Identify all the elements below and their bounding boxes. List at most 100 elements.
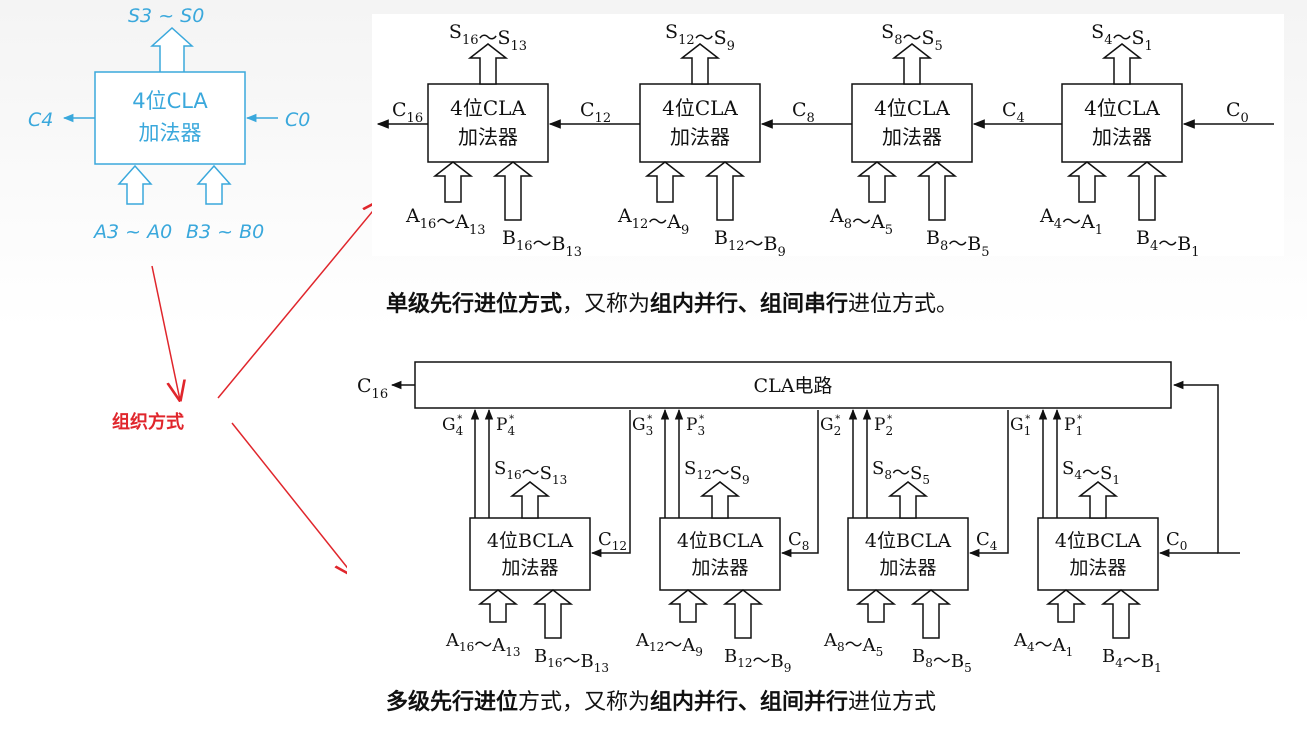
input-b-label: B16～B13 <box>534 646 609 675</box>
arrow-to-single-level <box>217 200 382 399</box>
input-b-hollow-arrow <box>916 161 958 221</box>
cla-block-line1: 4位CLA <box>662 96 738 120</box>
propagate-label: P4* <box>496 414 515 438</box>
caption-segment: 组内并行、组间并行 <box>650 690 849 715</box>
sum-output-label: S12～S9 <box>665 21 735 54</box>
bcla-block-line1: 4位BCLA <box>865 530 952 552</box>
small-input-a-label: A3 ~ A0 <box>92 221 172 243</box>
small-block-line1: 4位CLA <box>132 89 208 113</box>
input-a-label: A16～A13 <box>405 205 486 238</box>
small-adder-diagram: S3 ~ S0 4位CLA 加法器 C4 C0 A3 ~ A0 B3 ~ B0 <box>28 5 310 243</box>
caption-segment: 进位方式。 <box>848 292 959 317</box>
organization-label: 组织方式 <box>112 411 184 433</box>
cla-block-line2: 加法器 <box>882 125 942 149</box>
input-b-hollow-arrow <box>1100 589 1142 639</box>
propagate-label: P2* <box>874 414 893 438</box>
input-a-hollow-arrow <box>644 161 686 203</box>
arrow-down-to-label <box>151 265 180 400</box>
cla-adder-box <box>1061 83 1183 163</box>
input-b-label: B4～B1 <box>1102 646 1162 675</box>
input-b-hollow-arrow <box>704 161 746 221</box>
generate-label: G3* <box>632 414 653 438</box>
single-level-caption: 单级先行进位方式，又称为组内并行、组间串行进位方式。 <box>386 286 958 318</box>
cla-block-line2: 加法器 <box>1092 125 1152 149</box>
input-a-hollow-arrow <box>856 161 898 203</box>
bcla-block-line1: 4位BCLA <box>1055 530 1142 552</box>
cla-carry-out-label: C16 <box>357 375 388 402</box>
sum-output-label: S16～S13 <box>449 21 527 54</box>
bcla-block-line2: 加法器 <box>691 557 748 579</box>
carry-in-label: C8 <box>788 529 809 553</box>
sum-output-hollow-arrow <box>1077 481 1119 519</box>
small-input-b-label: B3 ~ B0 <box>186 221 264 243</box>
carry-out-label: C16 <box>392 99 423 126</box>
input-a-label: A12～A9 <box>617 205 689 238</box>
carry-in-path <box>590 410 631 558</box>
cla-block-line1: 4位CLA <box>450 96 526 120</box>
carry-in-label: C12 <box>598 529 627 553</box>
sum-output-label: S16～S13 <box>494 458 567 487</box>
input-a-label: A8～A5 <box>823 630 883 659</box>
cla-adder-box <box>639 83 761 163</box>
input-b-hollow-arrow <box>532 589 574 639</box>
input-b-label: B16～B13 <box>502 227 582 260</box>
sum-output-hollow-arrow <box>891 43 933 85</box>
bcla-block-line2: 加法器 <box>879 557 936 579</box>
bcla-adder-box <box>469 517 591 591</box>
input-b-label: B8～B5 <box>912 646 972 675</box>
sum-output-hollow-arrow <box>467 43 509 85</box>
multi-level-caption: 多级先行进位方式，又称为组内并行、组间并行进位方式 <box>386 684 936 716</box>
caption-segment: 方式，又称为 <box>518 690 651 715</box>
input-a-hollow-arrow <box>667 589 709 623</box>
small-input-a-hollow-arrow <box>117 164 153 205</box>
input-b-hollow-arrow <box>910 589 952 639</box>
bcla-adder-box <box>847 517 969 591</box>
caption-segment: 单级先行进位方式 <box>386 292 563 317</box>
input-a-hollow-arrow <box>1066 161 1108 203</box>
input-b-hollow-arrow <box>722 589 764 639</box>
generate-label: G2* <box>820 414 841 438</box>
input-b-hollow-arrow <box>492 161 534 221</box>
sum-output-hollow-arrow <box>679 43 721 85</box>
propagate-label: P3* <box>686 414 705 438</box>
bcla-adder-box <box>1037 517 1159 591</box>
arrow-to-multi-level <box>231 422 354 576</box>
small-carry-out-label: C4 <box>28 109 53 131</box>
organization-arrows: 组织方式 <box>112 0 400 600</box>
input-a-hollow-arrow <box>1045 589 1087 623</box>
generate-label: G1* <box>1010 414 1031 438</box>
caption-segment: 多级先行进位 <box>386 690 519 715</box>
cla-block-line1: 4位CLA <box>874 96 950 120</box>
input-b-label: B12～B9 <box>724 646 791 675</box>
input-a-label: A12～A9 <box>635 630 703 659</box>
small-block-line2: 加法器 <box>139 121 202 145</box>
sum-output-label: S8～S5 <box>872 458 930 487</box>
carry-in-label: C0 <box>1226 99 1249 126</box>
propagate-label: P1* <box>1064 414 1083 438</box>
input-a-hollow-arrow <box>477 589 519 623</box>
small-output-hollow-arrow <box>150 26 194 72</box>
sum-output-hollow-arrow <box>887 481 929 519</box>
bcla-block-line2: 加法器 <box>501 557 558 579</box>
input-b-hollow-arrow <box>1126 161 1168 221</box>
caption-segment: 组内并行、组间串行 <box>650 292 849 317</box>
cla-block-line1: 4位CLA <box>1084 96 1160 120</box>
small-output-label: S3 ~ S0 <box>128 5 204 27</box>
carry-out-label: C8 <box>792 99 815 126</box>
input-a-label: A16～A13 <box>445 630 521 659</box>
cla-circuit-label: CLA电路 <box>754 375 833 397</box>
input-a-hollow-arrow <box>432 161 474 203</box>
caption-segment: 进位方式 <box>848 690 937 715</box>
carry-in-path <box>968 410 1009 558</box>
small-carry-in-label: C0 <box>285 109 310 131</box>
input-a-label: A8～A5 <box>829 205 893 238</box>
